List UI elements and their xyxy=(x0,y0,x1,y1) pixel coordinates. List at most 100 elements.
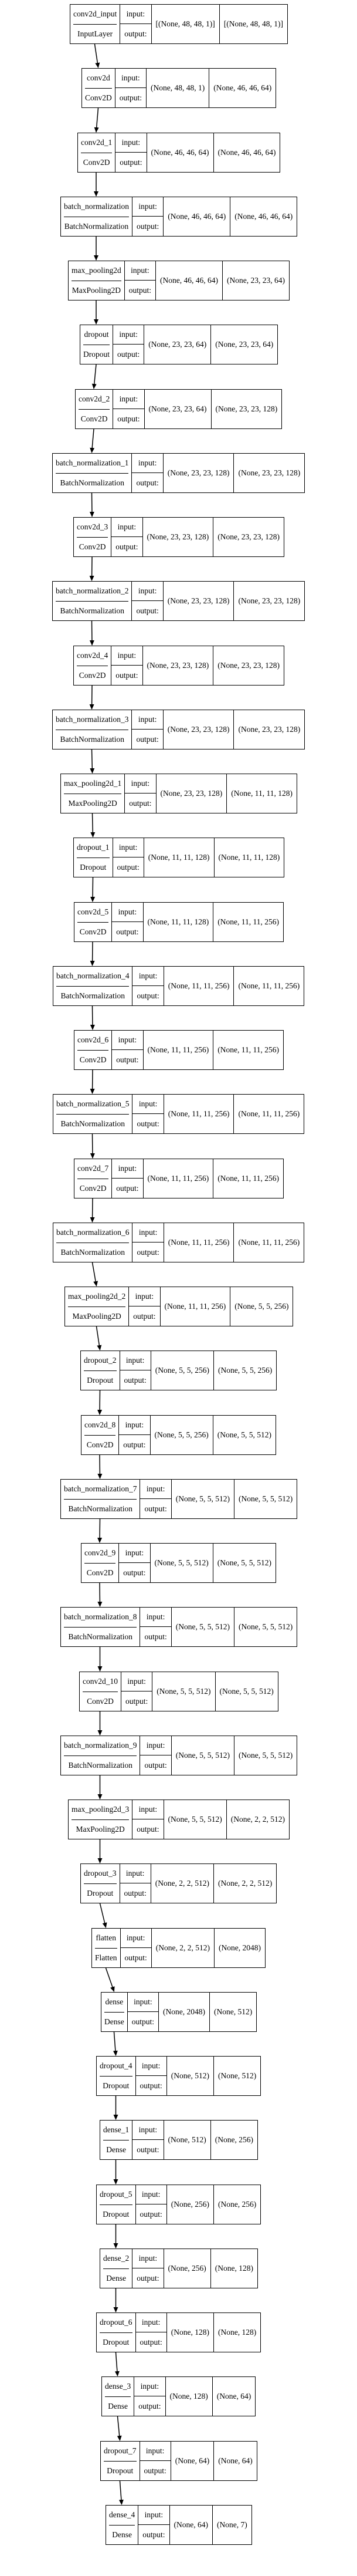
output-shape: (None, 46, 46, 64) xyxy=(230,197,297,236)
output-label: output: xyxy=(124,1375,147,1385)
input-label: input: xyxy=(132,582,163,601)
io-label-cell: input:output: xyxy=(132,1095,164,1133)
layer-type: Flatten xyxy=(95,1953,117,1962)
output-shape: (None, 11, 11, 128) xyxy=(226,774,297,813)
input-label: input: xyxy=(132,1095,164,1114)
output-label: output: xyxy=(144,1760,167,1770)
connection-arrow xyxy=(91,1262,98,1287)
input-shape: (None, 2048) xyxy=(163,2007,205,2016)
output-shape: (None, 5, 5, 256) xyxy=(213,1351,276,1390)
io-label-cell: input:output: xyxy=(132,2249,164,2288)
input-label: input: xyxy=(121,1672,152,1692)
input-shape: (None, 2, 2, 512) xyxy=(155,1943,210,1952)
layer-name: conv2d_9 xyxy=(84,1544,116,1564)
output-shape: (None, 512) xyxy=(213,2057,260,2095)
layer-name: dense_2 xyxy=(103,2249,130,2269)
output-shape: (None, 11, 11, 256) xyxy=(233,1223,304,1262)
io-label-cell: input:output: xyxy=(124,261,157,300)
output-label: output: xyxy=(131,2017,155,2026)
input-label: input: xyxy=(113,390,144,409)
input-label: input: xyxy=(132,454,163,473)
input-shape: (None, 2, 2, 512) xyxy=(155,1879,209,1888)
input-label: input: xyxy=(115,69,147,88)
output-shape: [(None, 48, 48, 1)] xyxy=(219,5,287,43)
input-shape: (None, 11, 11, 256) xyxy=(168,1109,230,1118)
connection-arrow xyxy=(114,2352,120,2376)
layer-name: batch_normalization_2 xyxy=(56,582,129,602)
input-label: input: xyxy=(140,1608,171,1627)
input-label: input: xyxy=(140,1736,171,1755)
layer-name: dropout_7 xyxy=(104,2442,137,2462)
layer-type: Dropout xyxy=(83,349,110,359)
layer-name: batch_normalization_7 xyxy=(64,1480,137,1500)
io-label-cell: input:output: xyxy=(132,197,164,236)
input-shape: (None, 23, 23, 64) xyxy=(148,404,207,413)
layer-type: BatchNormalization xyxy=(60,606,124,615)
output-shape: (None, 11, 11, 256) xyxy=(233,1095,304,1133)
output-shape: (None, 5, 5, 512) xyxy=(233,1608,297,1646)
input-shape: (None, 48, 48, 1) xyxy=(151,83,205,92)
input-label: input: xyxy=(119,1416,150,1435)
layer-type: Conv2D xyxy=(79,670,106,680)
output-label: output: xyxy=(124,1888,147,1898)
output-shape: (None, 5, 5, 512) xyxy=(212,1416,276,1454)
input-label: input: xyxy=(115,133,147,153)
connection-arrow xyxy=(105,1967,115,1992)
connection-arrow xyxy=(89,685,94,710)
layer-name: max_pooling2d_3 xyxy=(72,1800,130,1820)
output-shape: (None, 128) xyxy=(213,2313,260,2352)
layer-type: Conv2D xyxy=(86,1568,114,1577)
io-label-cell: input: output: xyxy=(119,1416,151,1454)
input-shape: (None, 11, 11, 256) xyxy=(164,1302,226,1311)
connection-arrow xyxy=(117,2416,122,2441)
output-label: output: xyxy=(142,2530,165,2539)
io-label-cell: input:output: xyxy=(132,1800,164,1839)
input-label: input: xyxy=(112,1031,143,1050)
output-label: output: xyxy=(138,2401,161,2410)
layer-type: Dropout xyxy=(80,862,107,872)
connection-arrow xyxy=(94,107,99,133)
layer-name: batch_normalization_5 xyxy=(56,1095,130,1115)
io-label-cell: input:output: xyxy=(132,710,164,749)
io-label-cell: input:output: xyxy=(135,2313,167,2352)
input-label: input: xyxy=(120,1351,151,1370)
output-shape: (None, 11, 11, 256) xyxy=(213,1031,283,1069)
layer-name: conv2d_8 xyxy=(84,1416,116,1436)
layer-name: batch_normalization_6 xyxy=(56,1223,130,1243)
io-label-cell: input:output: xyxy=(140,1608,172,1646)
input-label: input: xyxy=(112,1159,143,1179)
output-shape: (None, 64) xyxy=(212,2377,255,2416)
input-shape: (None, 23, 23, 128) xyxy=(167,725,230,734)
output-label: output: xyxy=(123,1440,146,1449)
output-shape: (None, 11, 11, 128) xyxy=(213,838,284,877)
output-shape: (None, 64) xyxy=(213,2442,256,2480)
input-label: input: xyxy=(135,2313,166,2332)
connection-arrow xyxy=(90,428,95,453)
layer-type: Conv2D xyxy=(79,542,106,551)
output-label: output: xyxy=(136,221,159,231)
output-shape: (None, 23, 23, 128) xyxy=(233,454,304,492)
input-shape: (None, 11, 11, 128) xyxy=(147,917,209,926)
